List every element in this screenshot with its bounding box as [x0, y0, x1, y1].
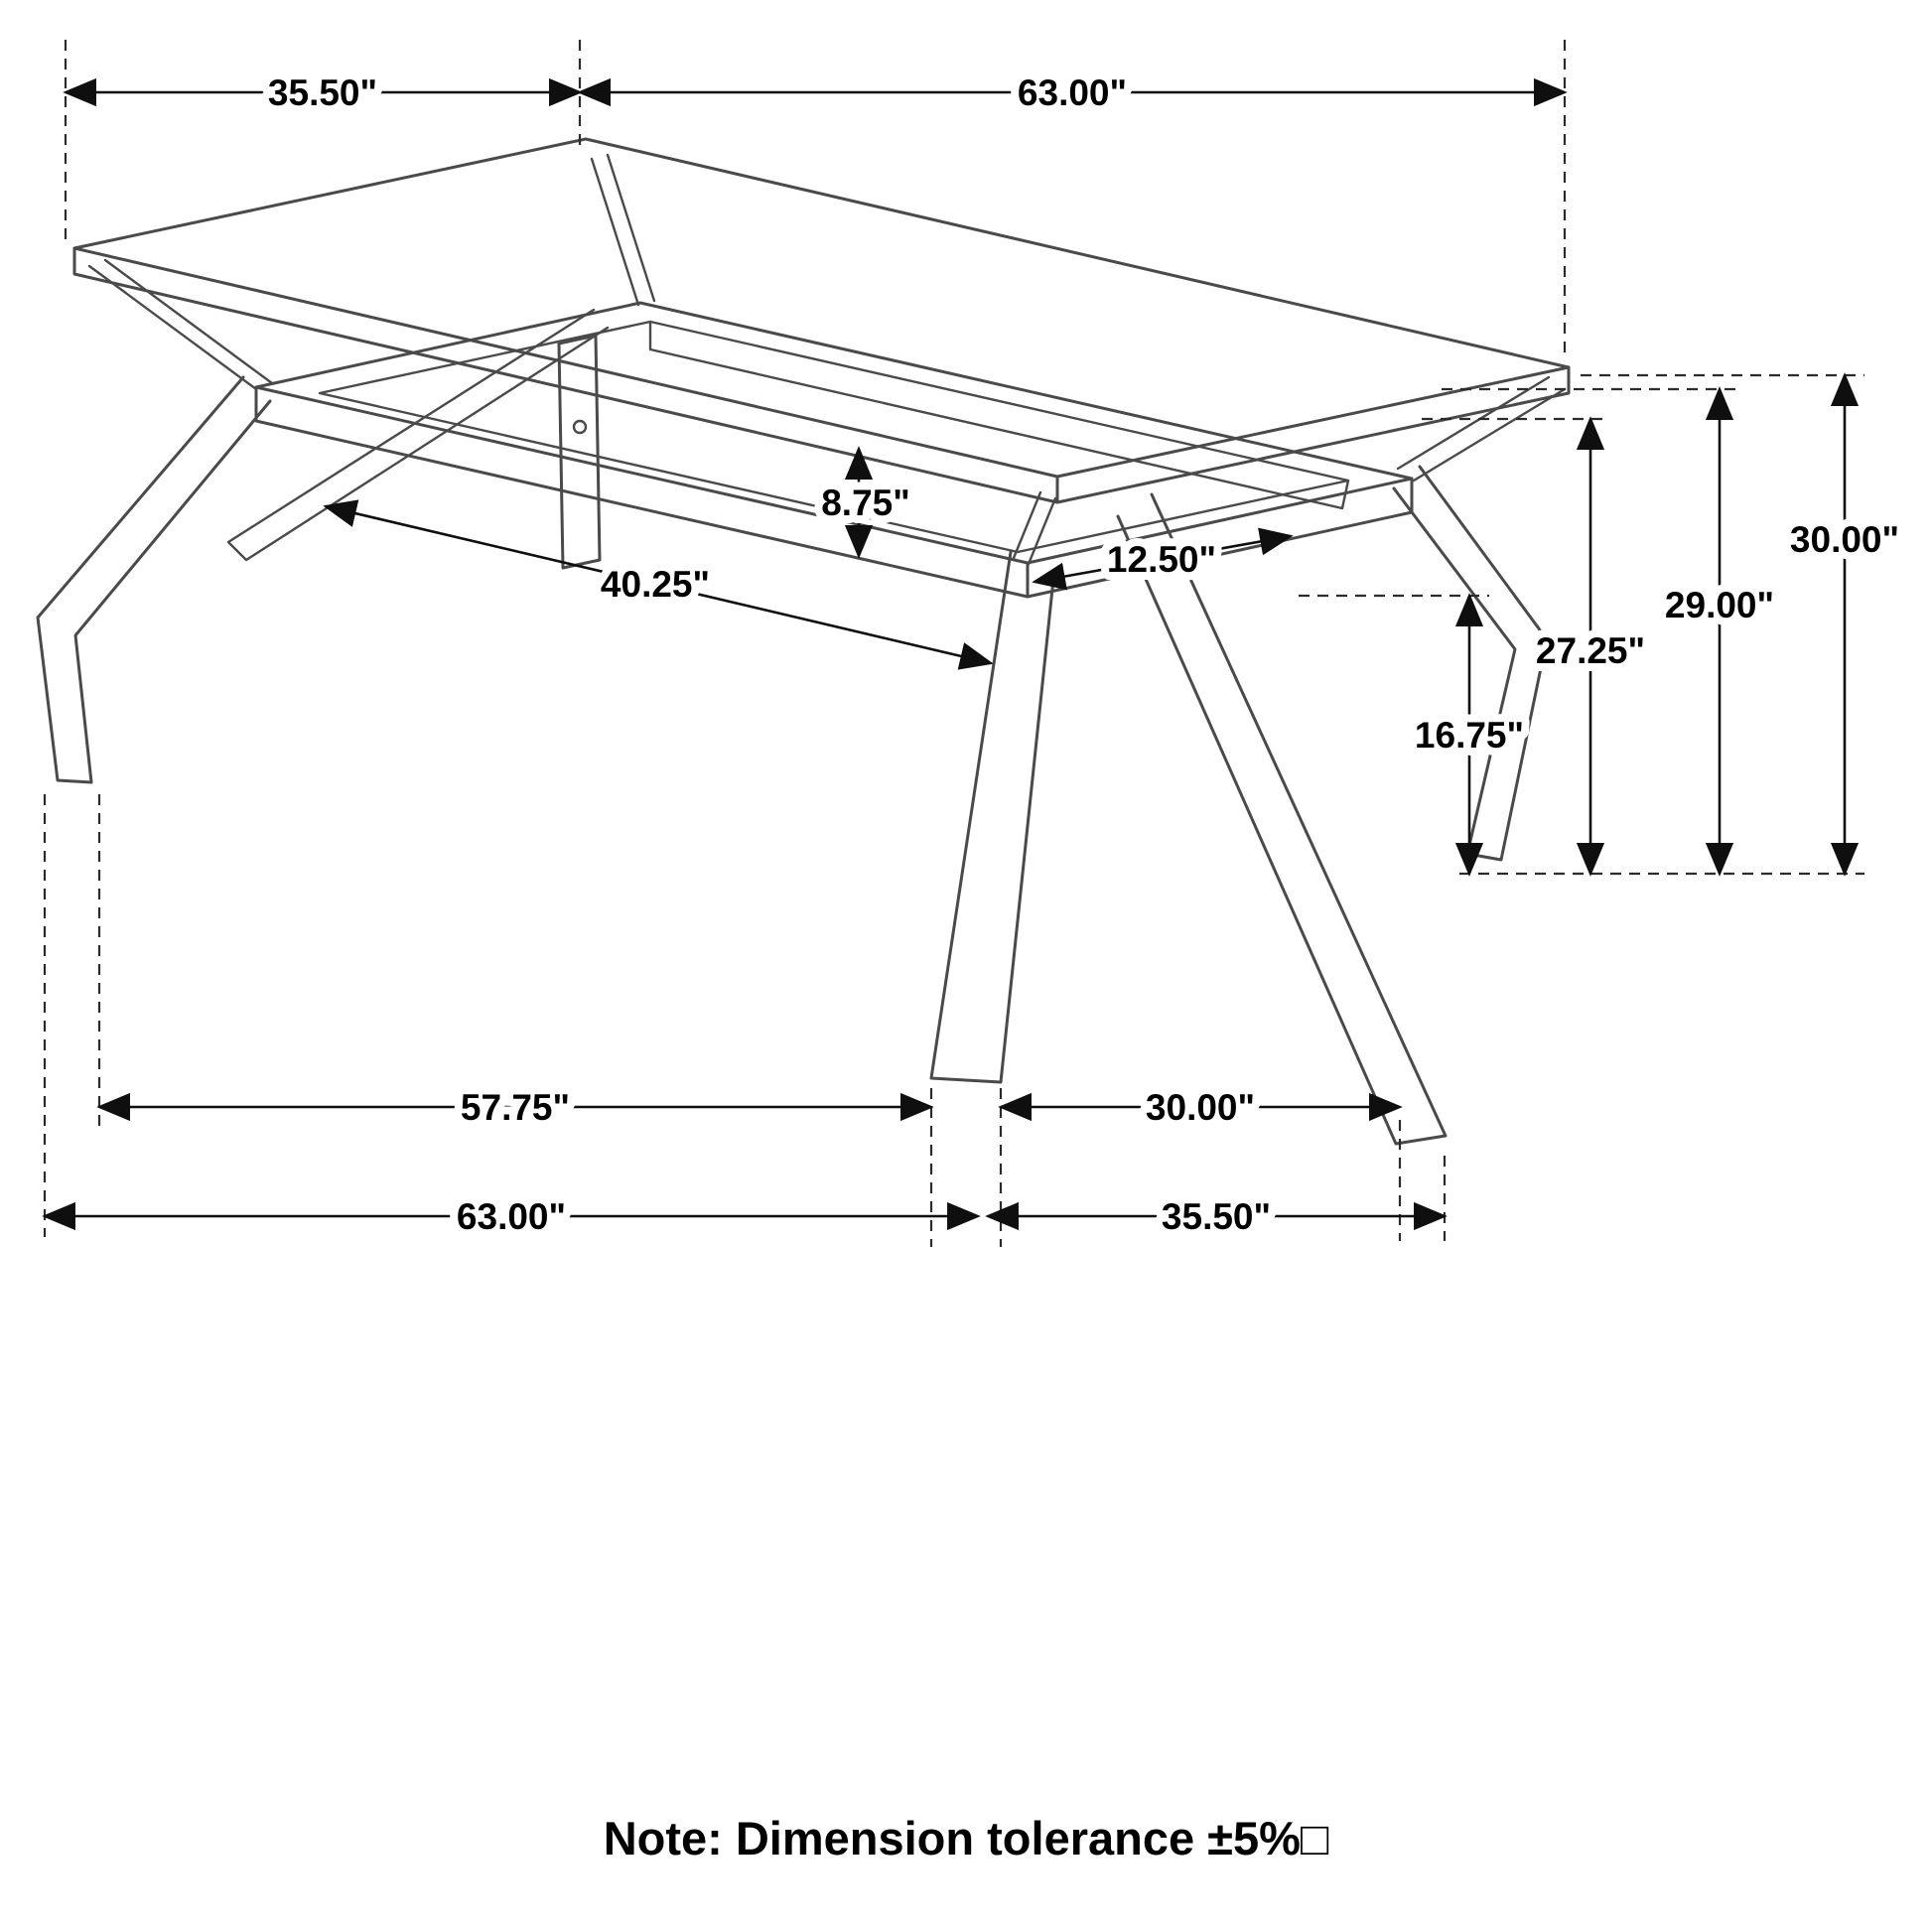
tolerance-note: Note: Dimension tolerance ±5%□ [604, 1812, 1329, 1864]
leg-left-front [36, 375, 272, 784]
dim-feet-inner-span-label: 57.75" [461, 1087, 570, 1128]
dim-underside-height-label: 29.00" [1665, 585, 1774, 625]
apron-inner-back [648, 320, 1350, 510]
dim-stretcher-height-label: 16.75" [1415, 715, 1524, 756]
tabletop-surface [72, 137, 1571, 479]
tabletop [72, 137, 1571, 504]
center-post-hole [572, 419, 588, 435]
strut-left [87, 258, 274, 391]
table-drawing [36, 137, 1571, 1146]
dim-leg-offset-label: 12.50" [1107, 539, 1216, 580]
dim-feet-splay-span-label: 30.00" [1146, 1087, 1255, 1128]
dim-top-length-label: 63.00" [1018, 72, 1127, 113]
dim-floor-length-label: 63.00" [457, 1196, 566, 1237]
leg-right-front [929, 550, 1056, 1084]
dim-line-leg-offset [1032, 527, 1294, 591]
tabletop-edge [72, 246, 1571, 504]
support-struts [87, 153, 1567, 566]
strut-right [1396, 375, 1567, 483]
dim-line-stretcher-length [323, 499, 994, 670]
leg-right-back [1392, 465, 1549, 862]
dim-top-width-label: 35.50" [268, 72, 377, 113]
apron-outer-top [254, 301, 1414, 565]
dimension-labels: 35.50" 63.00" 8.75" 12.50" 40.25" 16.75"… [260, 65, 1907, 1245]
dimension-lines [42, 77, 1860, 1231]
dim-floor-width-label: 35.50" [1162, 1196, 1271, 1237]
leg-left-back [226, 308, 610, 562]
legs [36, 308, 1549, 1146]
leg-right-outer [1116, 492, 1448, 1146]
strut-back [590, 153, 656, 307]
dim-overall-height-label: 30.00" [1790, 519, 1899, 560]
dim-stretcher-length-label: 40.25" [601, 564, 710, 605]
dim-apron-clearance-label: 27.25" [1536, 630, 1645, 671]
strut-front [1012, 490, 1057, 566]
dim-apron-drop-label: 8.75" [821, 483, 910, 523]
